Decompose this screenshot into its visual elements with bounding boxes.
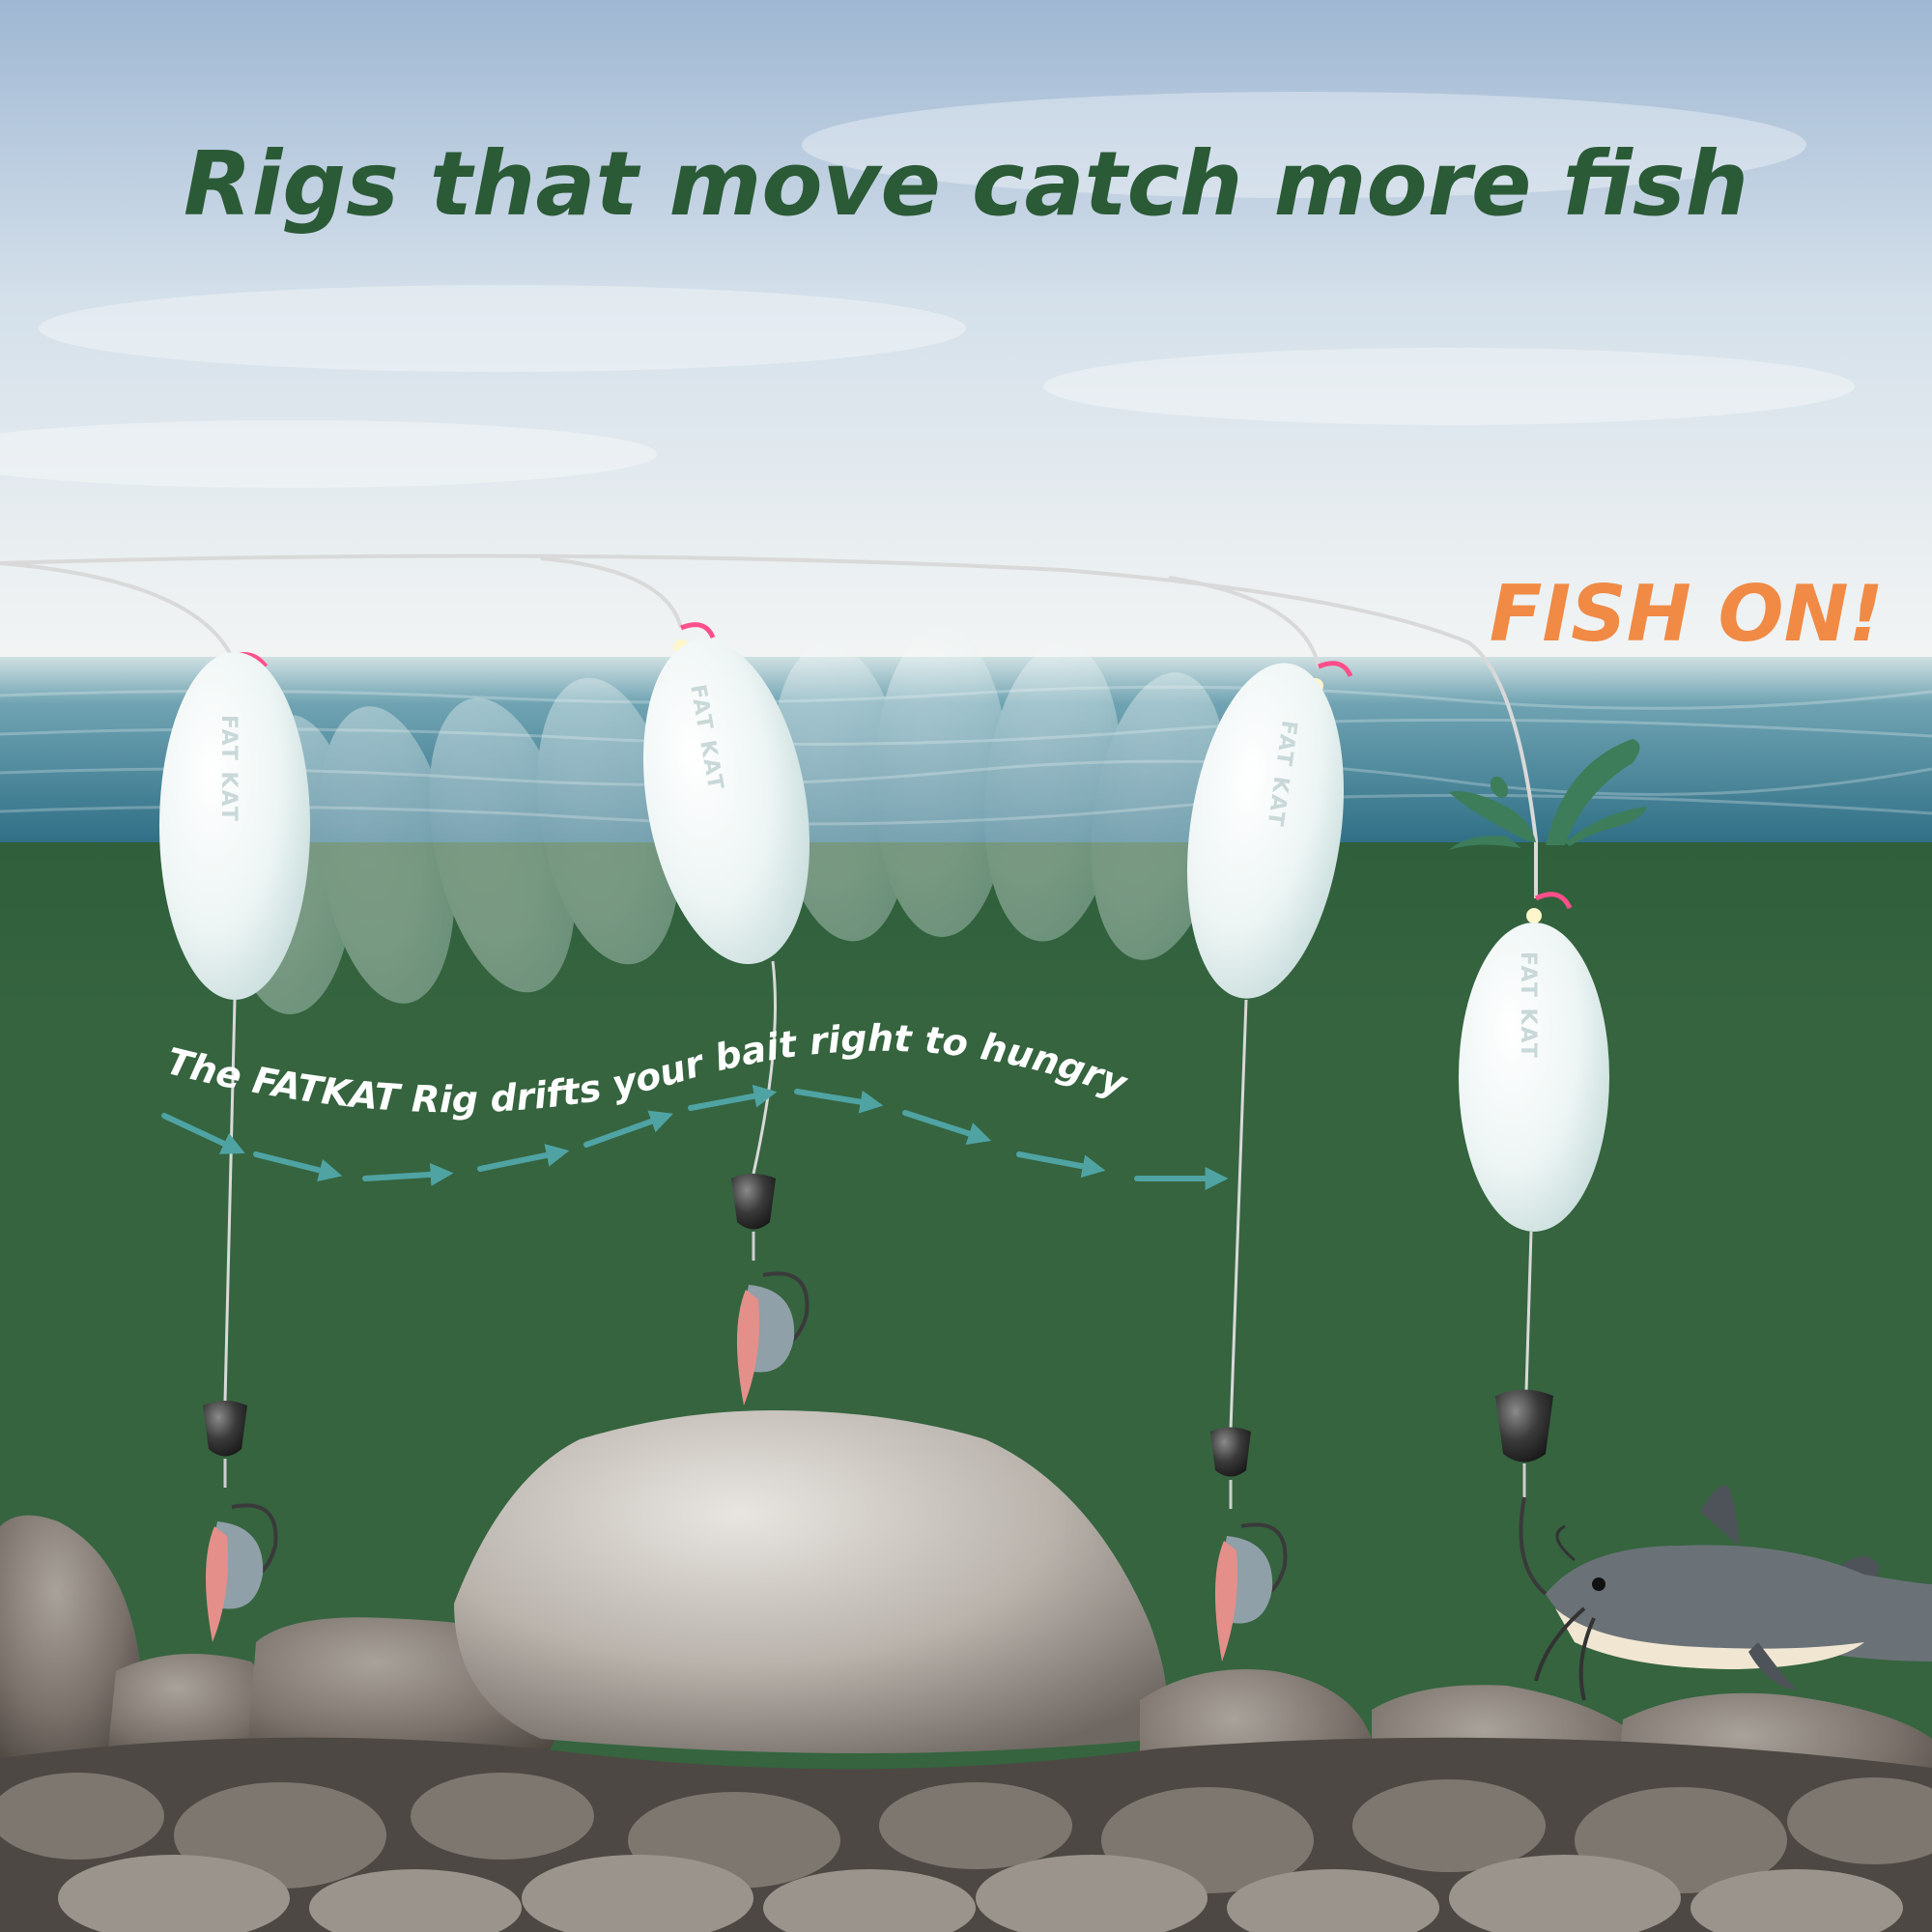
headline: Rigs that move catch more fish xyxy=(184,132,1748,236)
drift-arrow-2 xyxy=(253,1151,343,1182)
bait-hook-2 xyxy=(736,1271,810,1406)
float-1: FAT KAT xyxy=(159,652,310,1402)
splash-icon xyxy=(1449,739,1647,850)
float-2: FAT KAT xyxy=(643,622,810,1175)
drift-arrow-4 xyxy=(477,1144,570,1172)
drift-arrow-7 xyxy=(794,1089,884,1114)
drift-arrow-5 xyxy=(583,1110,674,1148)
bait-hook-1 xyxy=(205,1503,278,1642)
drift-arrow-6 xyxy=(688,1084,778,1111)
bait-hook-3 xyxy=(1214,1522,1288,1662)
float-3: FAT KAT xyxy=(1187,661,1353,1431)
branch-line-2 xyxy=(540,556,683,629)
drift-arrows xyxy=(161,1084,1229,1190)
clouds xyxy=(0,92,1855,488)
catfish-icon xyxy=(1534,1485,1932,1701)
sinker-1 xyxy=(203,1401,247,1488)
sinker-3 xyxy=(1210,1427,1251,1509)
float-4-brand: FAT KAT xyxy=(1516,952,1540,1060)
drift-arrow-9 xyxy=(1016,1151,1106,1179)
branch-line-3 xyxy=(1168,576,1321,668)
fish-on-callout: FISH ON! xyxy=(1490,569,1884,659)
float-1-brand: FAT KAT xyxy=(216,715,241,823)
sinker-4 xyxy=(1495,1389,1553,1596)
drift-arrow-8 xyxy=(902,1110,992,1145)
sinker-2 xyxy=(731,1174,776,1261)
drift-arrow-3 xyxy=(362,1162,454,1186)
main-line xyxy=(0,554,1538,898)
branch-line-1 xyxy=(0,561,234,658)
float-4: FAT KAT xyxy=(1459,892,1609,1392)
rocks xyxy=(0,1410,1932,1932)
drift-arrow-1 xyxy=(161,1113,245,1154)
